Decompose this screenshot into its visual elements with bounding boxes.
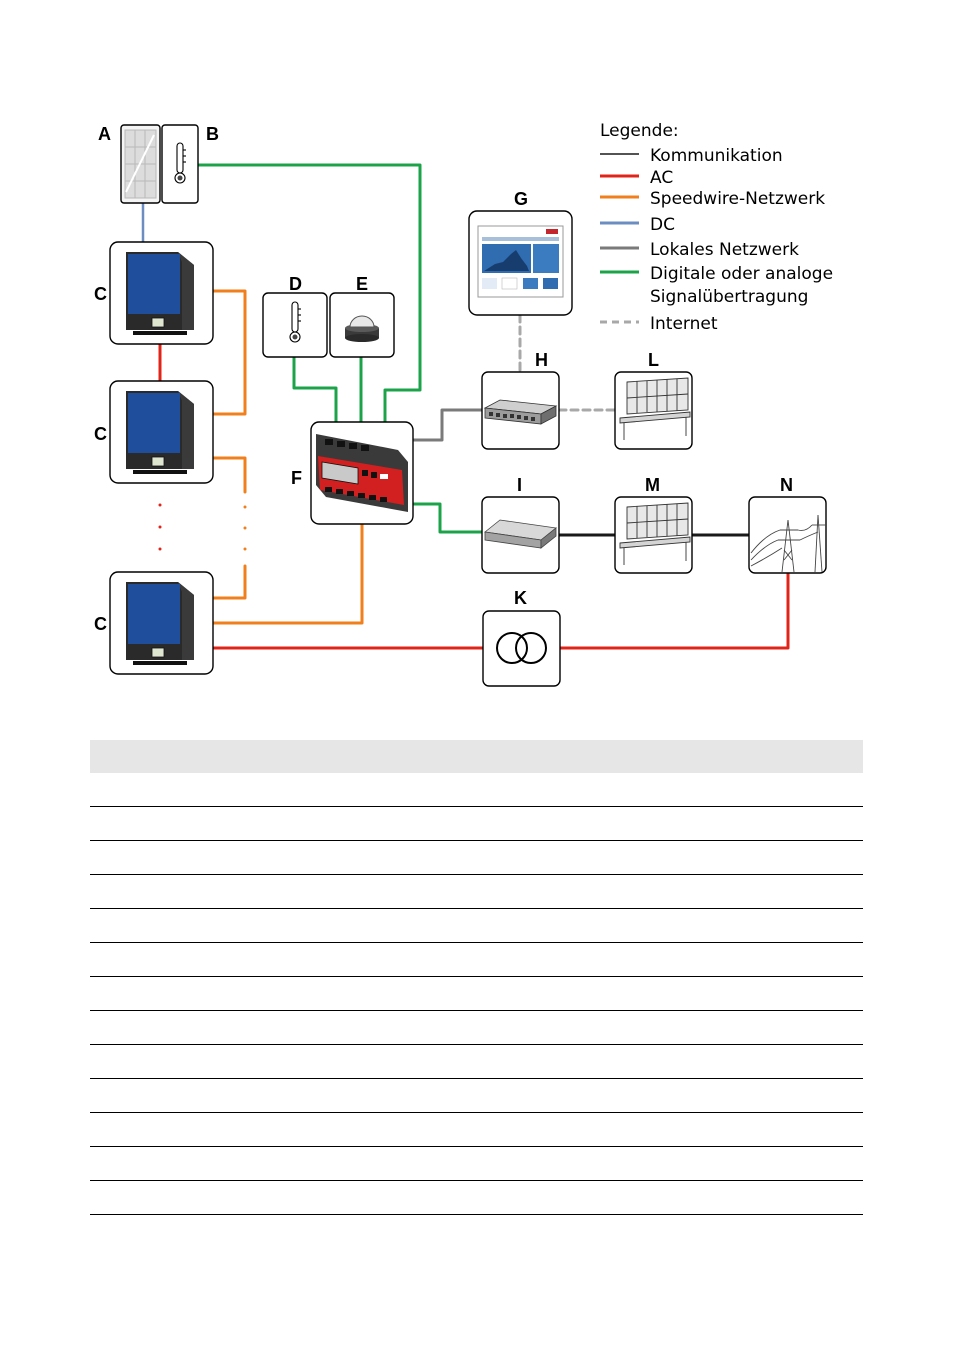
router-icon [483, 399, 558, 425]
label-g: G [514, 189, 528, 209]
dot [243, 526, 247, 530]
dot [158, 503, 162, 507]
legend-label: Speedwire-Netzwerk [650, 189, 825, 209]
device-f-data-logger [310, 421, 414, 525]
table-row [90, 909, 863, 943]
label-l: L [648, 350, 659, 370]
label-d: D [289, 274, 302, 294]
label-f: F [291, 468, 302, 488]
control-panel-icon [619, 502, 691, 565]
speedwire-line-c1-c2 [211, 289, 247, 416]
device-k-transformer [482, 610, 561, 687]
label-c-1: C [94, 284, 107, 304]
table-row [90, 773, 863, 807]
table-row [90, 943, 863, 977]
lan-line-f-h [411, 408, 484, 442]
label-c-2: C [94, 424, 107, 444]
table-row [90, 807, 863, 841]
dot [158, 525, 162, 529]
table-body [90, 773, 863, 1215]
legend-label: DC [650, 215, 675, 235]
dot [243, 547, 247, 551]
label-i: I [517, 475, 522, 495]
signal-line-d-f [292, 355, 338, 424]
solar-panel-icon [124, 129, 157, 199]
label-b: B [206, 124, 219, 144]
device-l-control-room [614, 371, 693, 450]
table-row [90, 1045, 863, 1079]
legend-label: AC [650, 168, 673, 188]
legend: Legende: KommunikationACSpeedwire-Netzwe… [600, 121, 833, 334]
device-m-control-room [614, 496, 693, 574]
table-row [90, 1079, 863, 1113]
table-row [90, 1181, 863, 1215]
legend-label: Digitale oder analoge [650, 264, 833, 284]
table-row [90, 875, 863, 909]
signal-line-f-i [411, 502, 484, 534]
label-a: A [98, 124, 111, 144]
device-i-modem [481, 496, 560, 574]
dot [243, 505, 247, 509]
device-d-ambient-temperature-sensor [262, 292, 328, 358]
thermometer-icon [289, 301, 301, 343]
cluster-controller-icon [316, 434, 408, 512]
pyranometer-icon [345, 315, 379, 342]
legend-label: Kommunikation [650, 146, 783, 166]
connection-lines [141, 163, 790, 650]
system-diagram: A B C C C [94, 121, 833, 687]
speedwire-line-c3-f [211, 522, 364, 625]
legend-label: Internet [650, 314, 718, 334]
legend-label-line-2: Signalübertragung [650, 287, 808, 307]
control-panel-icon [619, 377, 691, 440]
transformer-icon [496, 632, 547, 664]
dot [158, 547, 162, 551]
device-a-pv-module [120, 124, 161, 204]
legend-label: Lokales Netzwerk [650, 240, 799, 260]
speedwire-line-c2-dots [211, 456, 247, 494]
modem-icon [484, 519, 557, 549]
table-row [90, 1011, 863, 1045]
device-g-web-portal [468, 210, 573, 316]
device-e-irradiation-sensor [329, 292, 395, 358]
table-row [90, 841, 863, 875]
label-h: H [535, 350, 548, 370]
label-c-3: C [94, 614, 107, 634]
signal-line-b-f [196, 163, 422, 424]
device-b-module-temperature-sensor [161, 124, 199, 204]
table-row [90, 1147, 863, 1181]
label-m: M [645, 475, 660, 495]
ac-line-k-n [558, 571, 790, 650]
thermometer-icon [174, 142, 186, 184]
table-row [90, 1113, 863, 1147]
power-pylon-icon [750, 514, 826, 573]
label-k: K [514, 588, 527, 608]
device-c-inverter-3 [109, 571, 214, 675]
table-header [90, 740, 863, 773]
label-e: E [356, 274, 368, 294]
device-c-inverter-1 [109, 241, 214, 345]
label-n: N [780, 475, 793, 495]
device-h-router [481, 371, 560, 450]
device-n-utility-grid [748, 496, 827, 574]
table-row [90, 977, 863, 1011]
speedwire-line-dots-c3 [211, 564, 247, 600]
legend-title: Legende: [600, 121, 679, 141]
device-c-inverter-2 [109, 380, 214, 484]
legend-table [90, 740, 863, 1215]
continuation-dots [158, 503, 247, 551]
